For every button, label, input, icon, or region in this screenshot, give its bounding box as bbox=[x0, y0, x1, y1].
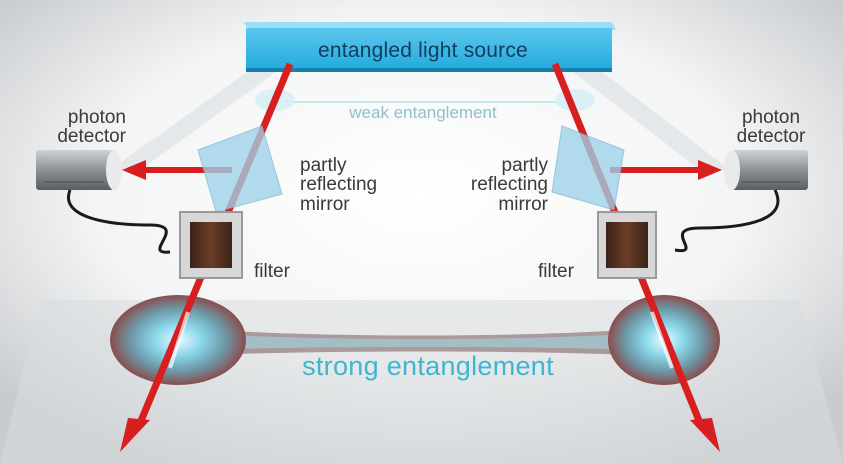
mirror-right-line-2: reflecting bbox=[470, 174, 548, 196]
detector-left-line-2: detector bbox=[57, 126, 126, 148]
mirror-right bbox=[551, 125, 625, 211]
blob-right-highlight bbox=[650, 311, 674, 369]
detector-right-line-1: photon bbox=[741, 107, 801, 128]
beam-plane-left bbox=[110, 62, 290, 170]
mirror-left bbox=[197, 125, 283, 213]
beam-right-arrow-reflected bbox=[698, 160, 722, 180]
beam-left-reflected-arrow bbox=[122, 160, 146, 180]
cable-left bbox=[66, 189, 171, 254]
mirror-left-line-3: mirror bbox=[300, 193, 350, 215]
detector-right-label: photon detector bbox=[712, 108, 830, 147]
detector-right-body bbox=[724, 150, 808, 190]
mirror-right-line-1: partly bbox=[501, 155, 548, 176]
source-label: entangled light source bbox=[318, 39, 528, 62]
filter-left-label: filter bbox=[254, 261, 290, 282]
detector-right-line-2: detector bbox=[736, 126, 806, 148]
detector-left-line-1: photon bbox=[67, 107, 126, 128]
detector-left-body bbox=[36, 150, 122, 190]
source-box-edge bbox=[246, 68, 612, 72]
beam-right-arrowhead bbox=[690, 418, 720, 452]
filter-right-label: filter bbox=[538, 261, 574, 282]
mirror-left-line-2: reflecting bbox=[300, 174, 378, 196]
strong-entanglement-label: strong entanglement bbox=[302, 351, 554, 381]
blob-left-highlight bbox=[168, 311, 190, 369]
filter-right-body bbox=[597, 211, 657, 279]
strong-entanglement-bridge-glow bbox=[200, 333, 640, 350]
filter-left-body bbox=[179, 211, 243, 279]
beam-plane-right bbox=[560, 62, 730, 170]
cable-right bbox=[674, 189, 780, 253]
detector-left-label: photon detector bbox=[2, 108, 126, 147]
beam-left-arrowhead bbox=[120, 418, 150, 452]
mirror-right-label: partly reflecting mirror bbox=[428, 155, 548, 215]
source-box bbox=[246, 28, 612, 72]
mirror-left-line-1: partly bbox=[300, 155, 347, 176]
mirror-right-line-3: mirror bbox=[498, 193, 548, 215]
weak-entanglement-label: weak entanglement bbox=[349, 103, 497, 122]
mirror-left-label: partly reflecting mirror bbox=[300, 155, 420, 215]
